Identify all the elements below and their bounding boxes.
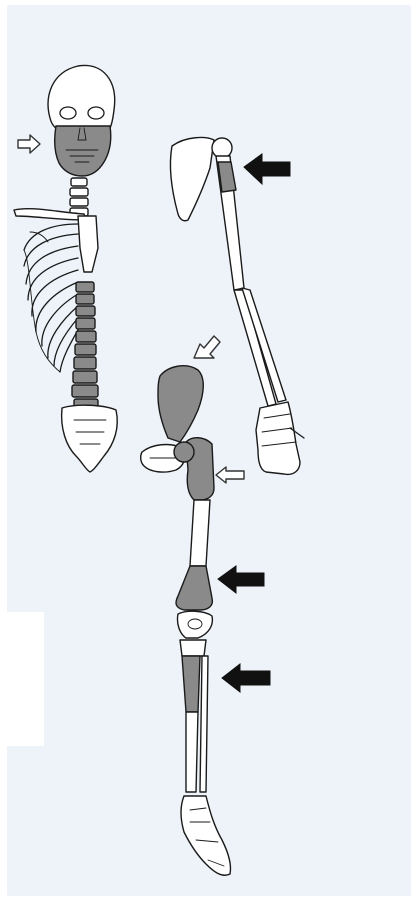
femoral-head [174,442,194,462]
sacrum [62,405,118,472]
sternum [78,216,98,272]
humerus-solid-arrow-icon [244,154,290,184]
tibia-shaft [186,712,198,792]
scapula [170,138,214,221]
hand [256,402,300,474]
skull-hollow-arrow-icon [18,135,40,153]
cervical-spine [70,178,88,216]
lower-limb [141,366,231,876]
tibia-highlight [182,656,200,712]
tibia-plateau [180,640,206,656]
rib-cage [24,224,78,372]
ilium-highlight [158,366,203,442]
humerus-highlight [218,162,236,192]
skull [48,65,115,176]
jaw-highlight [55,126,111,176]
tibia-solid-arrow-icon [222,664,270,692]
femur-distal-highlight [176,566,212,610]
cranium [48,65,115,128]
femur-shaft [190,500,210,566]
fibula [200,656,208,792]
knee [177,611,212,638]
femur-distal-solid-arrow-icon [218,566,264,593]
femur-proximal-hollow-arrow-icon [216,467,244,483]
axial-skeleton [14,65,117,472]
pelvis-hollow-arrow-icon [194,336,220,358]
spine-highlight [72,282,98,409]
humeral-head [212,138,232,158]
